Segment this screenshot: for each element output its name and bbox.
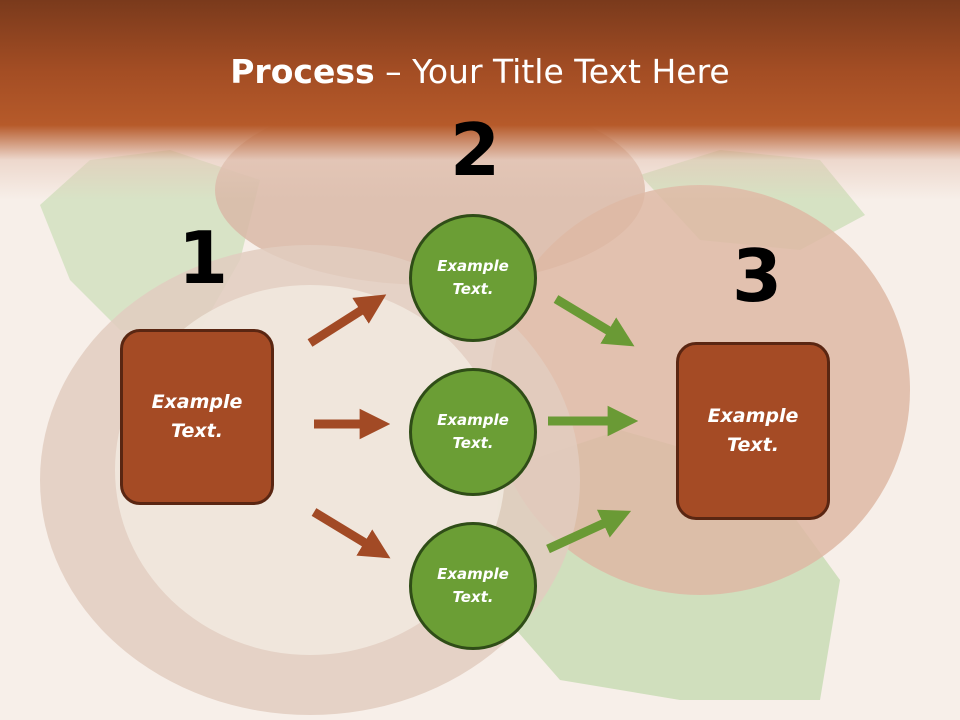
- step-number-1: 1: [178, 216, 229, 300]
- step-number-2: 2: [450, 108, 501, 192]
- step-number-3: 3: [732, 234, 783, 318]
- circle-top-text: Example Text.: [437, 257, 509, 298]
- circle-bottom-text: Example Text.: [437, 565, 509, 606]
- process-circle-bottom[interactable]: Example Text.: [409, 522, 537, 650]
- box-right-text: Example Text.: [707, 405, 799, 456]
- title-bar: [0, 0, 960, 200]
- process-box-left[interactable]: Example Text.: [120, 329, 274, 505]
- circle-middle-text: Example Text.: [437, 411, 509, 452]
- process-circle-top[interactable]: Example Text.: [409, 214, 537, 342]
- slide-title: Process – Your Title Text Here: [0, 52, 960, 91]
- title-bold: Process: [230, 52, 375, 91]
- process-circle-middle[interactable]: Example Text.: [409, 368, 537, 496]
- process-box-right[interactable]: Example Text.: [676, 342, 830, 520]
- box-left-text: Example Text.: [151, 391, 243, 442]
- title-rest: – Your Title Text Here: [374, 52, 730, 91]
